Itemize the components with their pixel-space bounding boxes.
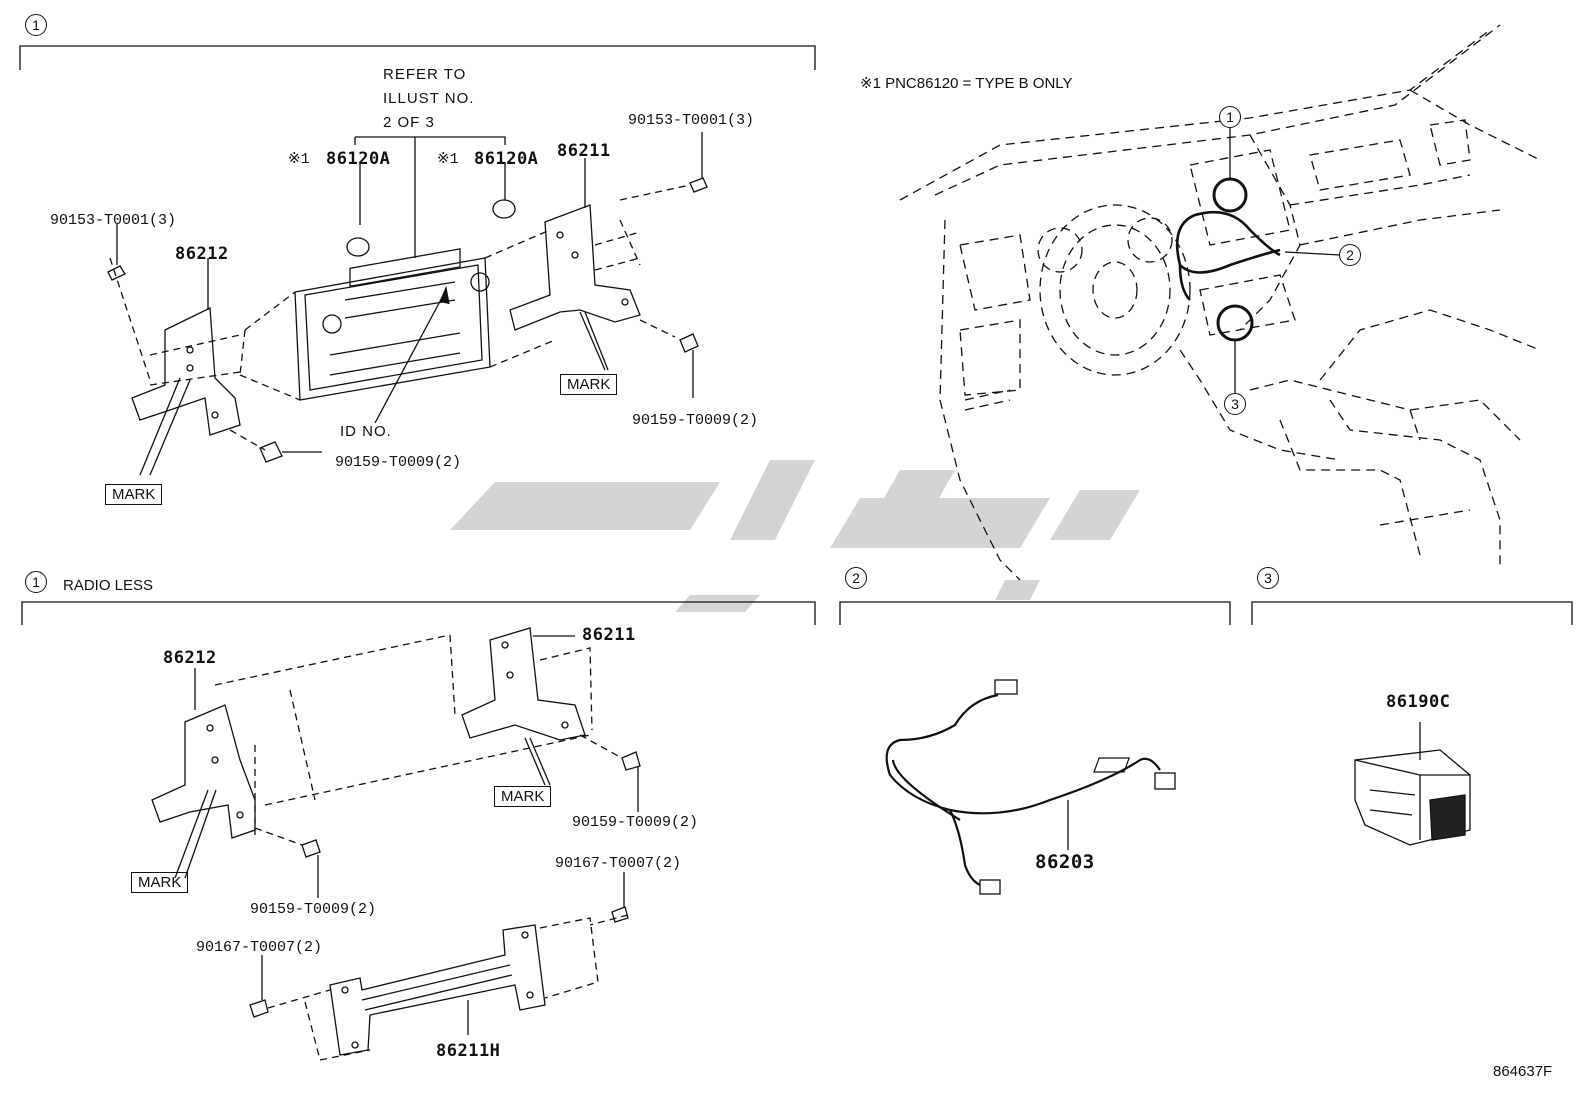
mark-box-right-top: MARK	[560, 374, 618, 395]
label-90153-right: 90153-T0001(3)	[628, 112, 755, 129]
overview-callout-1: 1	[1219, 106, 1241, 128]
knob-a-note-mark: ※1	[288, 151, 310, 168]
wire-harness-drawing	[885, 679, 1176, 895]
dashboard-overview-drawing	[899, 24, 1541, 581]
overview-callout-2: 2	[1339, 244, 1361, 266]
overview-leaders	[1229, 127, 1341, 393]
overview-callout-3: 3	[1224, 393, 1246, 415]
section-marker-1-radio-less: 1	[25, 571, 47, 593]
label-90167-upper: 90167-T0007(2)	[555, 855, 682, 872]
section-frames	[19, 45, 1573, 625]
label-90159-right-top: 90159-T0009(2)	[632, 412, 759, 429]
mark-box-left-bottom: MARK	[131, 872, 189, 893]
label-90167-lower: 90167-T0007(2)	[196, 939, 323, 956]
section-marker-1: 1	[25, 14, 47, 36]
knob-b-note-mark: ※1	[437, 151, 459, 168]
refer-note: REFER TO ILLUST NO. 2 OF 3	[383, 66, 475, 131]
mark-box-right-bottom: MARK	[494, 786, 552, 807]
label-86211h: 86211H	[436, 1041, 501, 1061]
label-86212-top: 86212	[175, 244, 229, 264]
label-86120a-right: 86120A	[474, 149, 539, 169]
watermark-logo	[450, 460, 1140, 612]
label-90159-bottom-top: 90159-T0009(2)	[335, 454, 462, 471]
id-no-label: ID NO.	[340, 423, 392, 440]
label-90159-bottom-bottom: 90159-T0009(2)	[250, 901, 377, 918]
radio-assembly-drawing	[107, 132, 708, 476]
switch-drawing	[1093, 722, 1471, 846]
section-marker-2: 2	[845, 567, 867, 589]
label-86120a-left: 86120A	[326, 149, 391, 169]
type-note: ※1 PNC86120 = TYPE B ONLY	[860, 75, 1073, 92]
section-marker-3: 3	[1257, 567, 1279, 589]
label-86203: 86203	[1035, 851, 1095, 873]
mark-box-left-top: MARK	[105, 484, 163, 505]
label-90159-right-bottom: 90159-T0009(2)	[572, 814, 699, 831]
radio-less-drawing	[151, 627, 641, 1061]
label-86190c: 86190C	[1386, 692, 1451, 712]
radio-less-title: RADIO LESS	[63, 577, 154, 594]
overview-harness	[1175, 177, 1281, 342]
steering-wheel	[1037, 204, 1191, 376]
label-90153-left: 90153-T0001(3)	[50, 212, 177, 229]
label-86212-bottom: 86212	[163, 648, 217, 668]
diagram-id: 864637F	[1493, 1063, 1553, 1080]
label-86211-top: 86211	[557, 141, 611, 161]
label-86211-bottom: 86211	[582, 625, 636, 645]
